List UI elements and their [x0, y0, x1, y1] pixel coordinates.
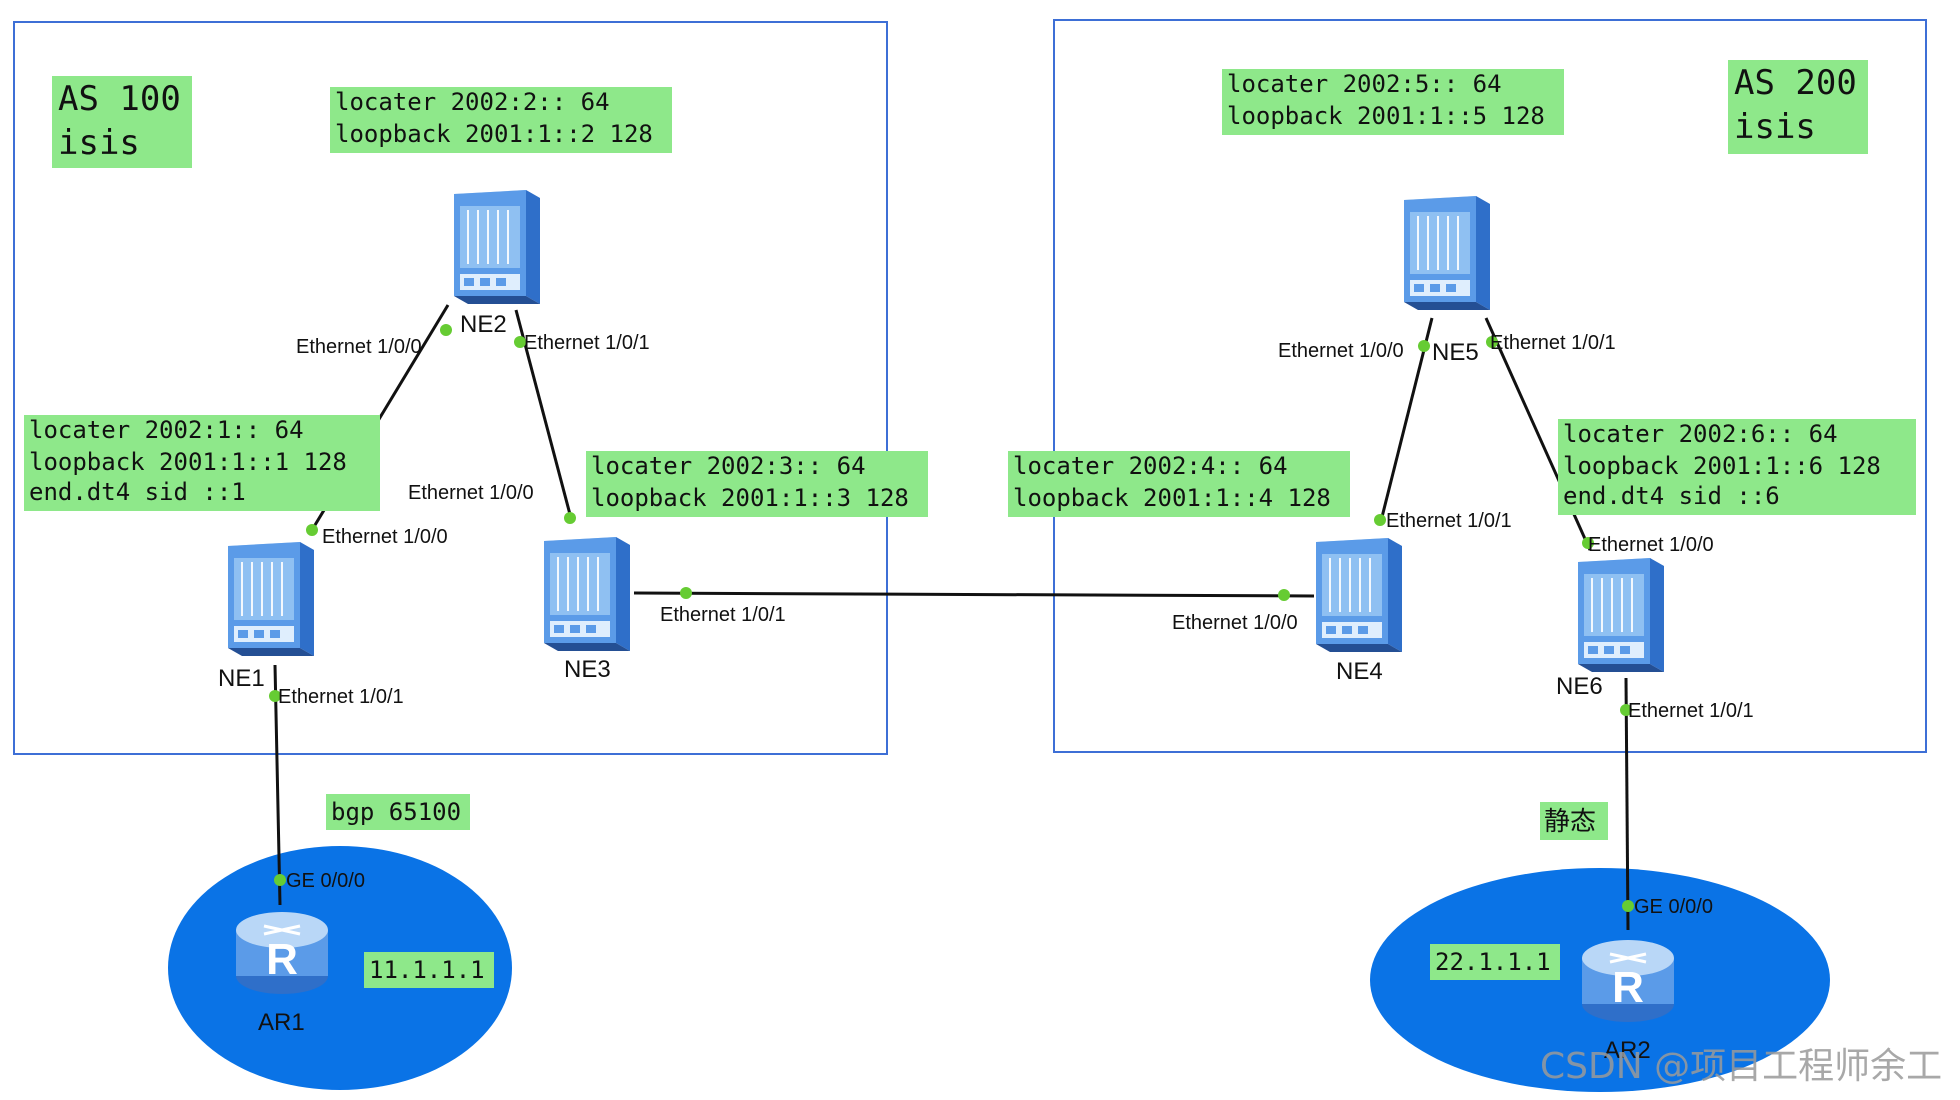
ne2-switch-icon[interactable]	[453, 189, 541, 305]
ne6-iface-e0: Ethernet 1/0/0	[1588, 534, 1714, 556]
ne1-switch-icon[interactable]	[227, 541, 315, 657]
ar2-router-icon[interactable]	[1580, 938, 1676, 1024]
port-dot	[1278, 589, 1290, 601]
ne4-name: NE4	[1336, 658, 1383, 685]
links	[273, 304, 1630, 931]
ne5-iface-e0: Ethernet 1/0/0	[1278, 340, 1404, 362]
ne2-iface-e0: Ethernet 1/0/0	[296, 336, 422, 358]
ne1-iface-e1: Ethernet 1/0/1	[278, 686, 404, 708]
port-dot	[1486, 336, 1498, 348]
as100-label-bg	[52, 76, 192, 168]
ne6-annotation-line3: end.dt4 sid ::6	[1563, 482, 1780, 510]
port-dot	[274, 874, 286, 886]
link-ne5-ne4	[1378, 317, 1434, 526]
ne3-annotation-line2: loopback 2001:1::3 128	[591, 484, 909, 512]
ne1-annotation-bg	[24, 415, 380, 511]
ne1-name: NE1	[218, 665, 265, 692]
ne1-annotation-line2: loopback 2001:1::1 128	[29, 448, 347, 476]
static-label: 静态	[1544, 807, 1596, 837]
link-ne3-ne4	[633, 591, 1315, 598]
port-dot	[1622, 900, 1634, 912]
port-dot	[1374, 514, 1386, 526]
ne2-iface-e1: Ethernet 1/0/1	[524, 332, 650, 354]
ne4-annotation-line1: locater 2002:4:: 64	[1013, 452, 1288, 480]
port-dot	[1620, 704, 1632, 716]
as200-label-bg	[1728, 60, 1868, 154]
ne6-switch-icon[interactable]	[1577, 557, 1665, 673]
ne6-iface-e1: Ethernet 1/0/1	[1628, 700, 1754, 722]
port-dots	[269, 324, 1634, 912]
ne5-name: NE5	[1432, 339, 1479, 366]
ne4-iface-e1: Ethernet 1/0/1	[1386, 510, 1512, 532]
port-dot	[680, 587, 692, 599]
ne3-iface-e1: Ethernet 1/0/1	[660, 604, 786, 626]
ne6-annotation-line2: loopback 2001:1::6 128	[1563, 452, 1881, 480]
link-ne2-ne3	[514, 309, 574, 523]
as200-label-line1: AS 200	[1734, 63, 1857, 103]
ar2-ip-label: 22.1.1.1	[1435, 948, 1551, 976]
bgp-label: bgp 65100	[331, 798, 461, 826]
ar2-iface-ge: GE 0/0/0	[1634, 896, 1713, 918]
as100-region	[13, 21, 888, 755]
ne5-annotation-line1: locater 2002:5:: 64	[1227, 70, 1502, 98]
port-dot	[564, 512, 576, 524]
link-ne1-ar1	[273, 664, 282, 906]
ne1-annotation-line3: end.dt4 sid ::1	[29, 478, 246, 506]
ne4-iface-e0: Ethernet 1/0/0	[1172, 612, 1298, 634]
ar1-ip-label: 11.1.1.1	[369, 956, 485, 984]
ar2-name: AR2	[1604, 1037, 1651, 1064]
ne5-iface-e1: Ethernet 1/0/1	[1490, 332, 1616, 354]
ne2-annotation-line1: locater 2002:2:: 64	[335, 88, 610, 116]
ne6-name: NE6	[1556, 673, 1603, 700]
link-ne6-ar2	[1624, 677, 1630, 931]
ne5-annotation-bg	[1222, 69, 1564, 135]
port-dot	[440, 324, 452, 336]
ar1-iface-ge: GE 0/0/0	[286, 870, 365, 892]
ne3-annotation-line1: locater 2002:3:: 64	[591, 452, 866, 480]
ar1-name: AR1	[258, 1009, 305, 1036]
bgp-label-bg	[326, 794, 470, 830]
port-dot	[514, 336, 526, 348]
port-dot	[306, 524, 318, 536]
ne4-switch-icon[interactable]	[1315, 537, 1403, 653]
ne2-annotation-line2: loopback 2001:1::2 128	[335, 120, 653, 148]
ar1-ip-label-bg	[364, 952, 494, 988]
ne6-annotation-line1: locater 2002:6:: 64	[1563, 420, 1838, 448]
ar1-router-icon[interactable]	[234, 910, 330, 996]
as100-label-line1: AS 100	[58, 79, 181, 119]
ne4-annotation-line2: loopback 2001:1::4 128	[1013, 484, 1331, 512]
ne2-name: NE2	[460, 311, 507, 338]
ne1-iface-e0: Ethernet 1/0/0	[322, 526, 448, 548]
port-dot	[269, 690, 281, 702]
ne5-switch-icon[interactable]	[1403, 195, 1491, 311]
ar2-ip-label-bg	[1430, 944, 1560, 980]
as200-label-line2: isis	[1734, 107, 1816, 147]
ne3-switch-icon[interactable]	[543, 536, 631, 652]
port-dot	[1582, 537, 1594, 549]
port-dot	[1418, 340, 1430, 352]
as100-label-line2: isis	[58, 123, 140, 163]
ar1-network	[168, 846, 512, 1090]
static-label-bg	[1540, 802, 1608, 840]
ne3-iface-e0: Ethernet 1/0/0	[408, 482, 534, 504]
ne6-annotation-bg	[1558, 419, 1916, 515]
ne1-annotation-line1: locater 2002:1:: 64	[29, 416, 304, 444]
as200-region	[1053, 19, 1927, 753]
ne3-name: NE3	[564, 656, 611, 683]
watermark: CSDN @项目工程师余工	[1540, 1046, 1942, 1087]
ne2-annotation-bg	[330, 87, 672, 153]
ne5-annotation-line2: loopback 2001:1::5 128	[1227, 102, 1545, 130]
ne4-annotation-bg	[1008, 451, 1350, 517]
ne3-annotation-bg	[586, 451, 928, 517]
